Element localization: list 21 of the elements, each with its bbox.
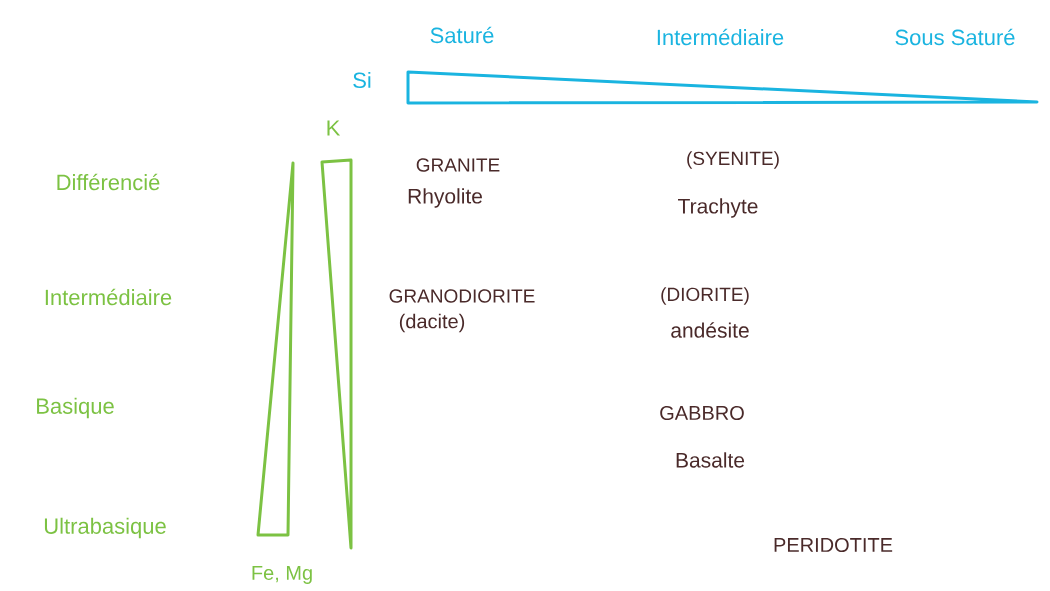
label: GRANODIORITE	[389, 289, 535, 303]
label: Intermédiaire	[657, 28, 784, 46]
label: andésite	[671, 322, 749, 338]
label: GRANITE	[416, 158, 500, 172]
label: Sous Saturé	[895, 28, 1015, 46]
label: Ultrabasique	[44, 517, 166, 539]
label: Basique	[37, 397, 114, 419]
label: Intermédiaire	[45, 288, 172, 306]
label: (SYENITE)	[687, 151, 779, 169]
label: Fe, Mg	[252, 566, 312, 584]
label: GABBRO	[660, 405, 744, 421]
label: Trachyte	[678, 198, 758, 218]
label: K	[327, 120, 341, 136]
label: (dacite)	[399, 313, 465, 333]
label: Si	[353, 71, 371, 89]
label: Basalte	[676, 452, 745, 468]
label: Rhyolite	[408, 188, 482, 208]
label: PERIDOTITE	[774, 537, 893, 553]
label: Différencié	[57, 173, 160, 191]
label: (DIORITE)	[661, 287, 749, 305]
label: Saturé	[430, 26, 494, 44]
